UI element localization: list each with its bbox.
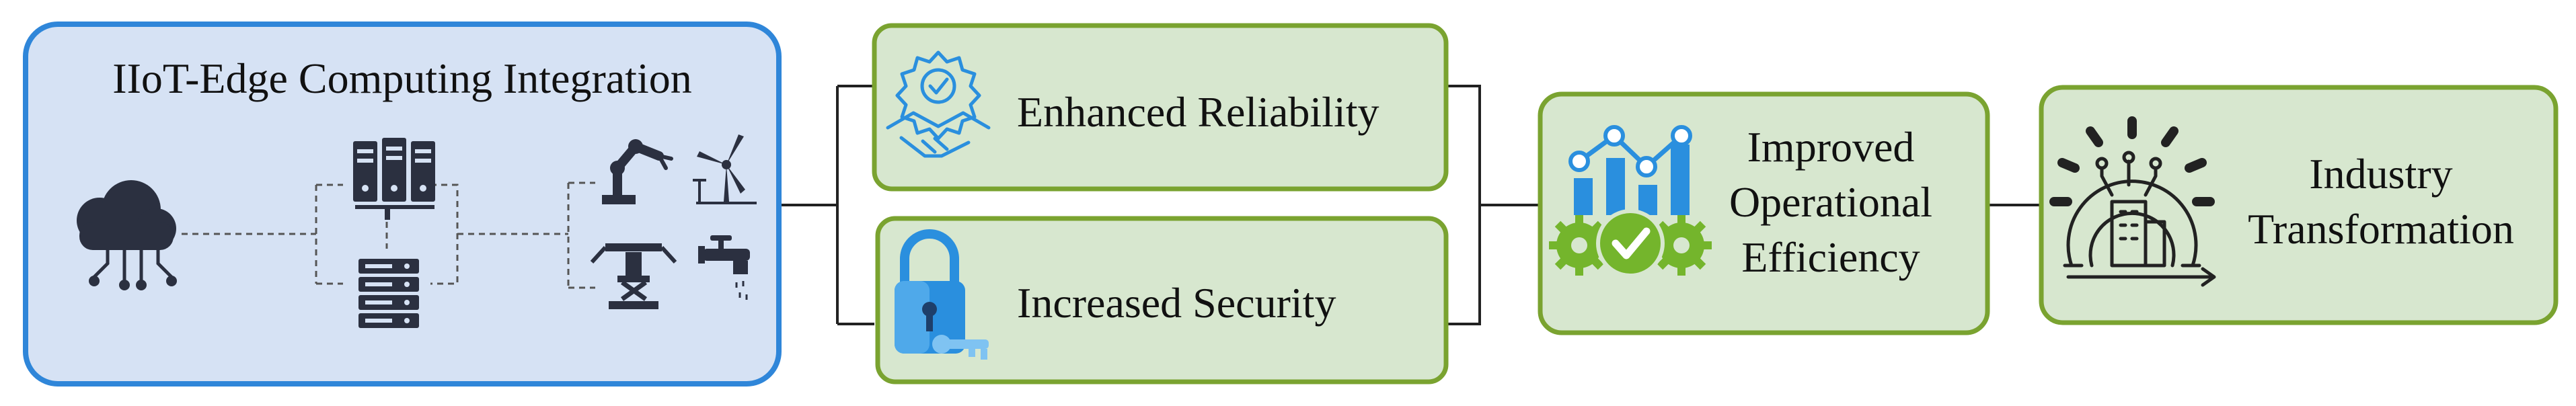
efficiency-label-line-2: Operational: [1729, 178, 1932, 226]
wind-turbine-icon: [693, 134, 757, 204]
transformation-label-line-1: Industry: [2309, 150, 2452, 198]
efficiency-label-line-3: Efficiency: [1741, 233, 1920, 281]
reliability-label: Enhanced Reliability: [1017, 88, 1379, 136]
security-box: Increased Security: [875, 216, 1449, 384]
water-faucet-icon: [698, 235, 750, 300]
connector-lines: [780, 85, 2041, 325]
padlock-key-icon: [895, 229, 989, 360]
handshake-badge-icon: [886, 50, 991, 158]
efficiency-label-line-1: Improved: [1747, 123, 1915, 171]
transformation-label-line-2: Transformation: [2248, 205, 2514, 253]
integration-box: IIoT-Edge Computing Integration: [23, 22, 782, 387]
robot-arm-icon: [602, 139, 673, 204]
reliability-box: Enhanced Reliability: [872, 23, 1449, 192]
gear-building-icon: [2049, 116, 2216, 287]
database-stack-icon: [358, 259, 419, 328]
cloud-network-icon: [77, 180, 177, 290]
integration-title: IIoT-Edge Computing Integration: [112, 54, 691, 102]
chart-gear-check-icon: [1549, 125, 1712, 278]
network-lines: [182, 181, 595, 289]
press-machine-icon: [590, 243, 677, 309]
security-label: Increased Security: [1017, 279, 1336, 327]
server-rack-icon: [353, 138, 435, 220]
transformation-box: Industry Transformation: [2039, 85, 2559, 325]
efficiency-box: Improved Operational Efficiency: [1538, 91, 1990, 335]
